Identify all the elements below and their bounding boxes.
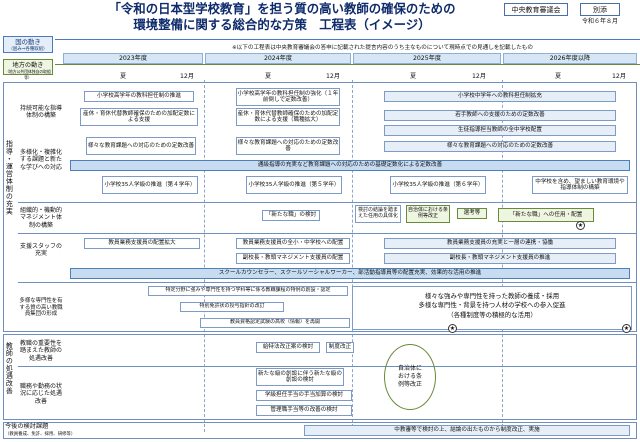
- title-line-1: 「令和の日本型学校教育」を担う質の高い教師の確保のための: [108, 1, 456, 16]
- item-cert-exam: 教員資格認定試験の高校（情報）を再開: [200, 318, 350, 328]
- item-subject-teacher-expand: 小学校中学年への教科担任制拡充: [384, 91, 616, 102]
- item-tsukyu-basic: 通級指導の充実など教育課題への対応のための基礎定数化による定数改善: [70, 160, 630, 171]
- item-diverse-issues-2023: 様々な教育課題への対応のための定数改善: [86, 137, 196, 155]
- legend-local-text: 地方の動き: [12, 62, 44, 69]
- item-subject-teacher-strengthen: 小学校高学年の教科担任制の強化（１年前倒しで定数改善）: [236, 88, 340, 106]
- diverse-staff-panel: 様々な強みや専門性を持った教師の養成・採用 多様な専門性・背景を持つ人材の学校へ…: [352, 286, 632, 330]
- section-label-3-sub: （教員養成、免許、採用、研修等）: [5, 432, 76, 437]
- year-2025: 2025年度: [353, 53, 501, 64]
- summer-2025: 夏: [410, 73, 417, 80]
- label-diverse-staff: 多様な専門性を有する質の高い教職員集団の形成: [19, 298, 63, 318]
- section-label-3: 今後の検討課題: [5, 423, 49, 430]
- item-future-review: 中教審等で検討の上、結論の出たものから制度改正、実施: [304, 425, 630, 436]
- item-maternity-support: 産休・育休代替教師確保のための加配定数による支援: [80, 108, 198, 126]
- row-sep-4: [18, 366, 637, 367]
- item-diverse-entry: 多様な専門性・背景を持つ人材の学校への参入促進: [418, 301, 566, 310]
- section-label-2: 教師の処遇改善: [5, 342, 14, 395]
- item-young-teacher: 若手教師への支援のための定数改善: [384, 110, 616, 121]
- note-text: ※以下の工程表は中央教育審議会の答申に記載された提言内容のうち主なものについて現…: [232, 45, 533, 51]
- item-maternity-expand: 産休・育休代替教師確保のための加配定数による支援（職種拡大）: [236, 108, 340, 126]
- dec-2026: 12月: [612, 73, 627, 80]
- item-subject-teacher-promote: 小学校高学年の教科担任制の推進: [84, 91, 194, 102]
- item-guidance-teacher: 生徒指導担当教師の全中学校配置: [384, 125, 616, 136]
- item-junior-high-env: 中学校を含め、望ましい教育環境や指導体制の構築: [532, 176, 628, 194]
- annex-badge: 別添: [580, 3, 620, 16]
- section-frame-1: [3, 82, 637, 332]
- item-local-ordinance: 自治体における条例等改正: [406, 205, 450, 223]
- org-badge: 中央教育審議会: [504, 3, 568, 16]
- star-icon: ★: [576, 221, 585, 230]
- item-support-staff-all-schools: 教員業務支援員の全小・中学校への配置: [236, 238, 350, 249]
- year-2024: 2024年度: [205, 53, 351, 64]
- item-special-course: 特定分野に強みや専門性を持つ学科等に係る教職課程の特例の創設・認定: [148, 286, 348, 296]
- row-sep-1: [18, 202, 637, 203]
- section-label-1: 指導・運営体制の充実: [5, 140, 14, 215]
- legend-national-sub: （囲み⇒各種取組）: [8, 47, 48, 52]
- star-icon: ★: [622, 324, 631, 333]
- row-sep-2: [18, 233, 637, 234]
- page-title: 「令和の日本型学校教育」を担う質の高い教師の確保のための 環境整備に関する総合的…: [62, 1, 502, 33]
- item-system-revision: 制度改正: [326, 342, 354, 353]
- item-sc-ssw: スクールカウンセラー、スクールソーシャルワーカー、部活動指導員等の配置充実、効果…: [70, 268, 630, 279]
- item-new-grade: 新たな級の創設に伴う新たな級の創設の検討: [256, 368, 344, 386]
- item-manager-allowance: 管理職手当等の改善の検討: [256, 405, 352, 416]
- legend-local-line: [55, 64, 640, 65]
- item-vice-principal-support: 副校長・教頭マネジメント支援員の配置: [236, 253, 350, 264]
- item-diverse-issues-2025: 様々な教育課題への対応のための定数改善: [384, 141, 616, 152]
- dec-2023: 12月: [180, 73, 195, 80]
- local-ordinance-circle: 自治体における条例等改正: [384, 344, 436, 410]
- item-diverse-training: 様々な強みや専門性を持った教師の養成・採用: [424, 292, 560, 300]
- item-diverse-systems: （各種制度等の積極的な活用）: [447, 310, 537, 319]
- item-local-ordinance-2: 自治体における条例等改正: [397, 365, 422, 388]
- summer-2024: 夏: [265, 73, 272, 80]
- year-2023: 2023年度: [63, 53, 203, 64]
- summer-2026: 夏: [555, 73, 562, 80]
- dec-2025: 12月: [472, 73, 487, 80]
- item-35-class-6th: 小学校35人学級の推進（第６学年）: [390, 176, 486, 194]
- legend-local-sub: （地方公共団体独自の取組等）: [5, 69, 51, 80]
- star-icon: ★: [448, 324, 457, 333]
- divider-2025: [352, 80, 353, 432]
- date-label: 令和６年８月: [582, 18, 619, 25]
- item-35-class-4th: 小学校35人学級の推進（第４学年）: [102, 176, 198, 194]
- label-sustainable: 持続可能な指導体制の構築: [19, 104, 62, 119]
- label-support-staff: 支援スタッフの充実: [19, 242, 62, 257]
- item-vice-principal-promote: 副校長・教頭マネジメント支援員の推進: [384, 253, 616, 264]
- legend-local: 地方の動き （地方公共団体独自の取組等）: [3, 59, 53, 80]
- year-2026: 2026年度以降: [503, 53, 637, 64]
- item-35-class-5th: 小学校35人学級の推進（第５学年）: [246, 176, 342, 194]
- legend-national-text: 国の動き: [15, 38, 41, 46]
- section-frame-3: [3, 422, 637, 439]
- item-appointment-concretize: 検討の結論を踏まえた任用の具体化: [355, 205, 401, 223]
- item-new-post-review: 「新たな職」の検討: [262, 210, 320, 221]
- item-support-staff-expand: 教員業務支援員の配置拡大: [84, 238, 200, 249]
- item-homeroom-allowance: 学級担任手当の手当加算の検討: [256, 390, 352, 401]
- label-management: 組織的・機動的マネジメント体制の構築: [19, 207, 62, 229]
- title-line-2: 環境整備に関する総合的な方策 工程表（イメージ）: [133, 17, 431, 32]
- dec-2024: 12月: [326, 73, 341, 80]
- item-selection: 選考等: [457, 208, 487, 219]
- item-kyutoku-review: 給特法改正案の検討: [256, 342, 320, 353]
- summer-2023: 夏: [120, 73, 127, 80]
- item-support-staff-collab: 教員業務支援員の充実と一層の連携・協働: [384, 238, 616, 249]
- label-diversified: 多様化・複雑化する課題と新たな学びへの対応: [19, 149, 62, 171]
- item-special-license: 特別免許状の授与指針の改訂: [180, 302, 284, 312]
- label-teacher-importance: 教職の重要性を踏まえた教師の処遇改善: [19, 340, 62, 362]
- legend-national: 国の動き （囲み⇒各種取組）: [3, 36, 53, 53]
- section-frame-2: [3, 334, 637, 420]
- label-duty-based: 職務や勤務の状況に応じた処遇改善: [19, 383, 62, 405]
- row-sep-3: [18, 282, 637, 283]
- item-diverse-issues-2024: 様々な教育課題への対応のための定数改善: [236, 137, 340, 155]
- legend-arrow-line: [55, 39, 640, 40]
- divider-2024: [204, 80, 205, 432]
- item-new-post-assignment: 「新たな職」への任用・配置: [498, 208, 594, 222]
